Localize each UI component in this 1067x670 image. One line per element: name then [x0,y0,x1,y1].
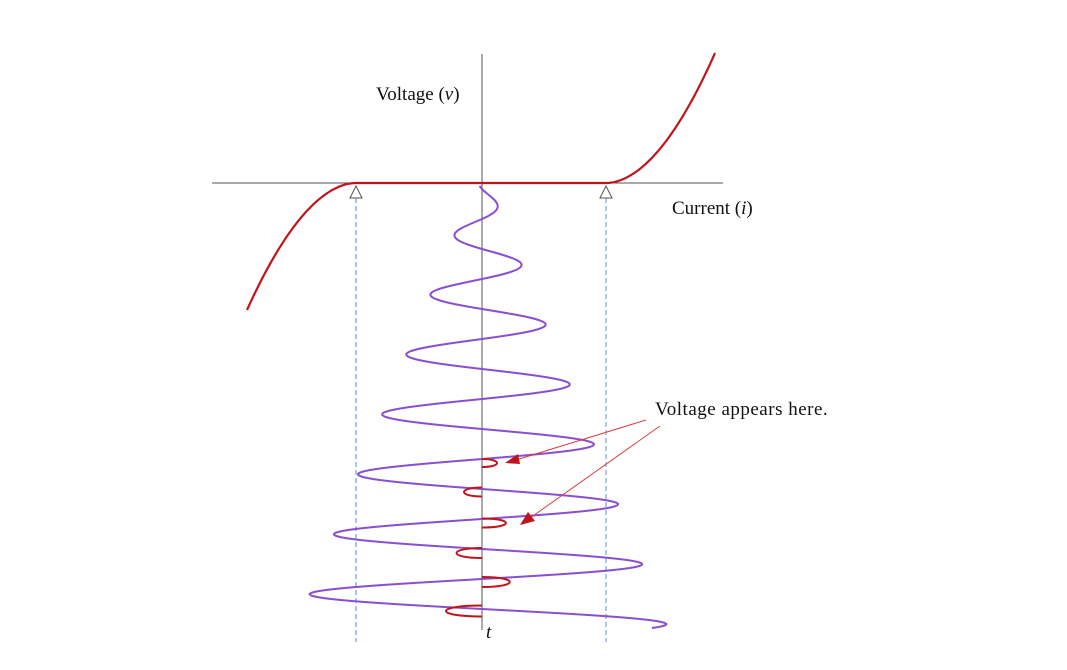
voltage-pulse-4 [455,547,483,559]
voltage-pulse-3 [481,517,507,529]
annotation-arrowhead-lower [520,512,535,525]
iv-characteristic-curve [245,52,717,311]
voltage-pulse-6 [445,604,483,618]
left-threshold-marker [349,184,363,199]
annotation-text: Voltage appears here. [655,399,828,420]
right-threshold-marker [599,184,613,199]
annotation-arrow-upper [515,419,647,461]
voltage-pulse-2 [463,486,483,498]
annotation-arrowhead-upper [505,454,520,464]
voltage-pulse-1 [481,458,498,468]
current-axis-label: Current (i) [672,198,753,219]
time-axis-label: t [486,622,492,643]
voltage-pulse-5 [481,576,511,588]
voltage-pulses [445,458,511,618]
voltage-axis-label: Voltage (v) [376,84,460,105]
current-waveform [308,185,668,629]
annotation-arrow-lower [529,425,661,519]
